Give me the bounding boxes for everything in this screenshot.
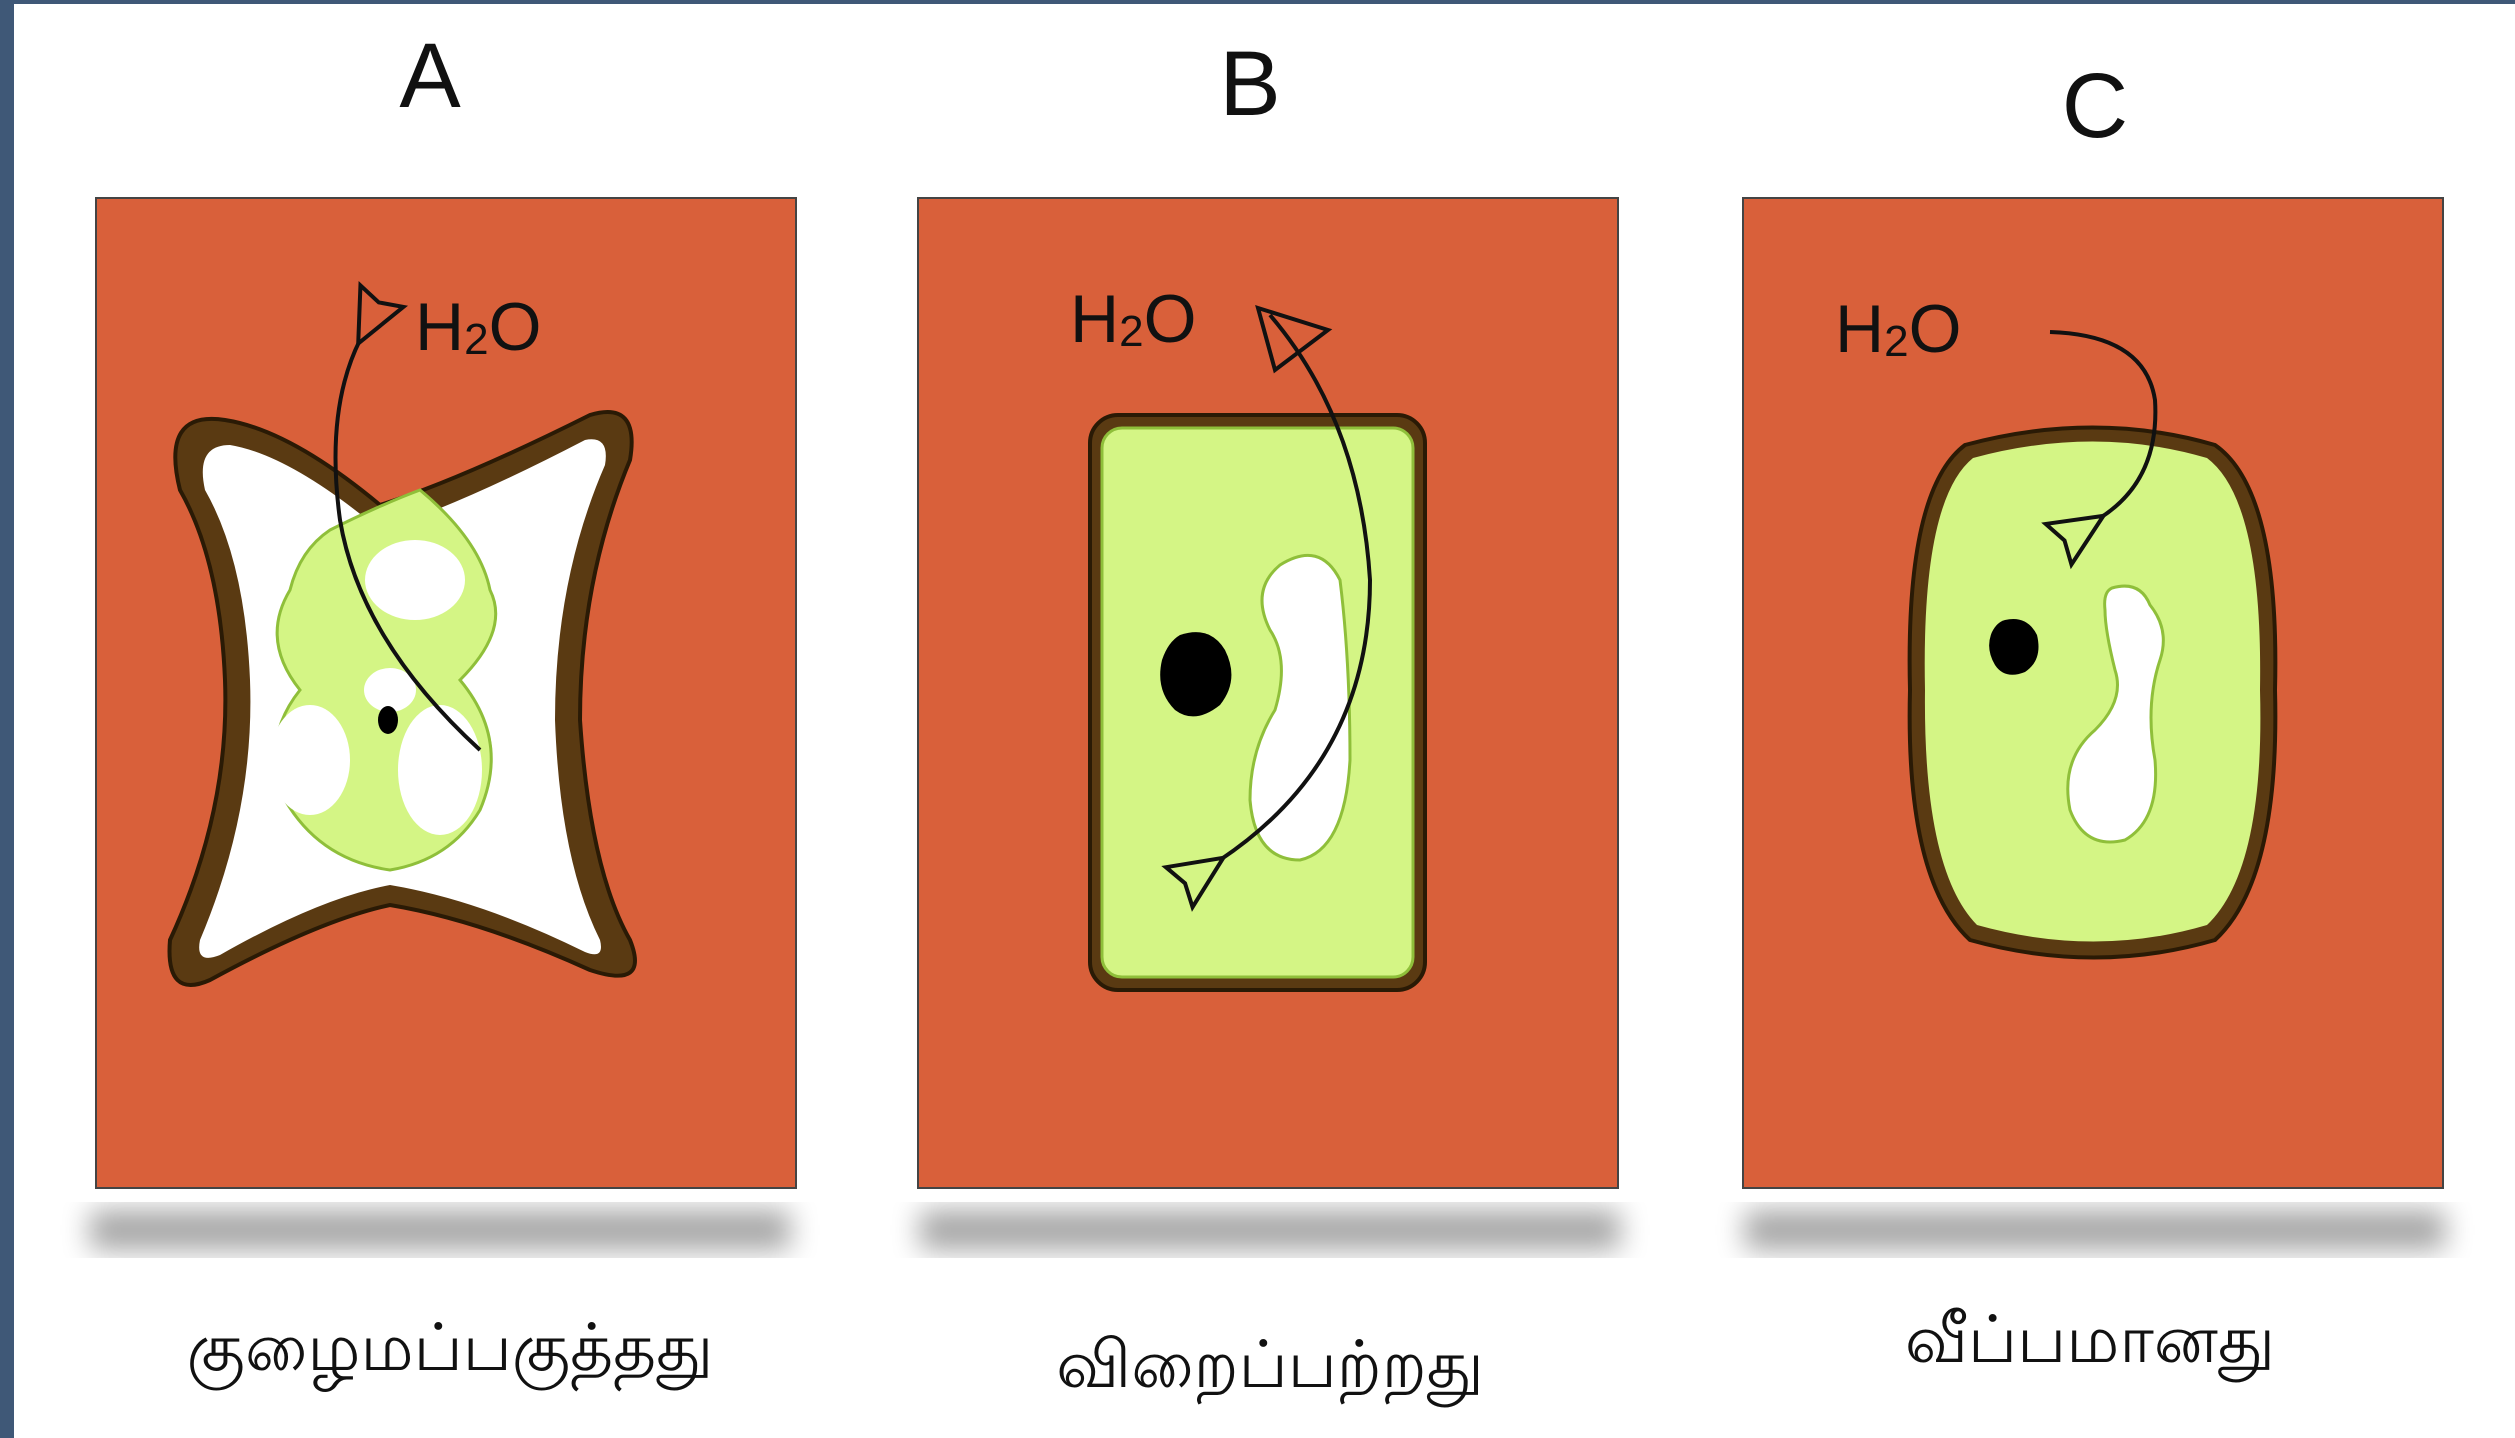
panel-c-letter: C <box>2061 55 2129 157</box>
panel-a-nucleus <box>378 706 398 734</box>
panel-b-caption: விறைப்பற்றது <box>1056 1326 1484 1403</box>
panel-b-nucleus <box>1160 632 1232 717</box>
panel-c-nucleus <box>1989 619 2039 675</box>
top-frame-bar <box>0 0 2515 4</box>
panel-b-cytoplasm <box>1100 426 1415 979</box>
panel-a-shadow <box>90 1210 790 1250</box>
panel-c-cytoplasm <box>1924 441 2261 942</box>
left-frame-bar <box>0 0 14 1438</box>
panel-a-water-arrow <box>333 340 482 752</box>
panel-b-diagram: H2O <box>917 197 1620 1250</box>
panel-a-letter: A <box>399 25 461 127</box>
panel-b-shadow <box>920 1210 1620 1250</box>
panel-a-vacuole-4 <box>490 650 550 790</box>
panel-a-water-label: H2O <box>415 289 542 365</box>
panel-b-water-arrow <box>1220 313 1373 860</box>
panel-a-vacuole-3 <box>398 705 482 835</box>
panel-b-vacuole <box>1248 553 1352 862</box>
panel-a-vacuole-2 <box>270 705 350 815</box>
panel-c-water-label: H2O <box>1835 291 1962 367</box>
panel-c-caption: வீப்பமானது <box>1904 1301 2276 1378</box>
panel-a-diagram: H2O <box>90 197 797 1250</box>
panel-c-diagram: H2O <box>1742 197 2445 1250</box>
panel-b-letter: B <box>1219 33 1281 135</box>
panel-b-water-label: H2O <box>1070 281 1197 357</box>
panel-a-caption: குழைமப்பகுத்தது <box>186 1309 714 1386</box>
panel-c-water-arrow <box>2050 330 2158 518</box>
panel-a-vacuole-1 <box>365 540 465 620</box>
panel-c-shadow <box>1745 1210 2445 1250</box>
panel-b-arrow-tail-head <box>1255 304 1333 374</box>
panel-a-vacuole-5 <box>364 668 416 712</box>
panel-c-vacuole <box>2066 584 2165 844</box>
